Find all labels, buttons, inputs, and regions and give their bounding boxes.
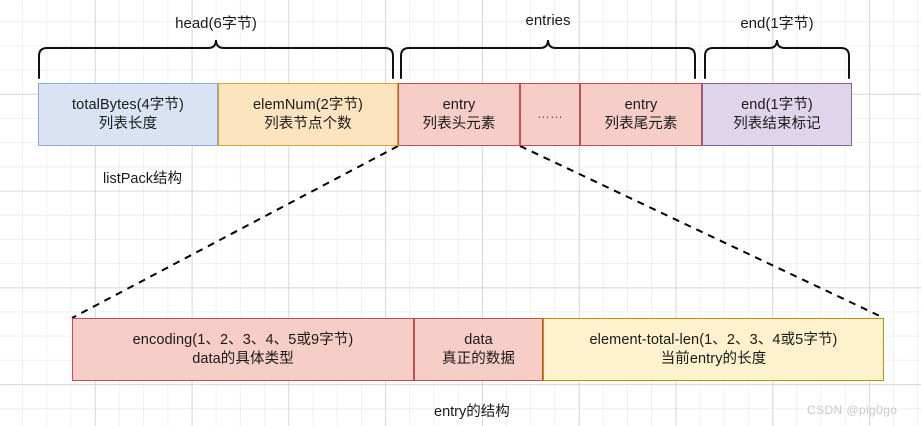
listpack-cell-end[interactable]: end(1字节) 列表结束标记 [702,83,852,146]
entry-structure-caption: entry的结构 [434,404,510,420]
brace-end [704,39,850,79]
cell-line2: 列表长度 [98,115,158,132]
listpack-cell-elemnum[interactable]: elemNum(2字节) 列表节点个数 [218,83,398,146]
cell-line1: data [464,331,493,348]
listpack-cell-totalbytes[interactable]: totalBytes(4字节) 列表长度 [38,83,218,146]
brace-label-end: end(1字节) [740,15,814,32]
cell-line1: entry [624,96,658,113]
cell-line1: elemNum(2字节) [253,96,363,113]
right-connector-line [519,145,885,319]
cell-line1: element-total-len(1、2、3、4或5字节) [589,331,838,348]
cell-line2: 列表节点个数 [264,115,352,132]
brace-label-entries: entries [525,12,571,29]
cell-line2: 真正的数据 [442,350,515,367]
listpack-structure-caption: listPack结构 [103,171,182,187]
cell-line2: data的具体类型 [192,350,294,367]
brace-label-head: head(6字节) [175,15,257,32]
entry-cell-encoding[interactable]: encoding(1、2、3、4、5或9字节) data的具体类型 [72,318,414,381]
cell-line1: totalBytes(4字节) [72,96,184,113]
ellipsis-label: …… [536,106,564,122]
cell-line2: 当前entry的长度 [660,350,767,367]
cell-line1: encoding(1、2、3、4、5或9字节) [132,331,354,348]
listpack-cell-entry-head[interactable]: entry 列表头元素 [398,83,520,146]
brace-entries [400,39,696,79]
cell-line2: 列表结束标记 [733,115,821,132]
cell-line2: 列表尾元素 [604,115,678,132]
cell-line2: 列表头元素 [422,115,496,132]
cell-line1: end(1字节) [741,96,813,113]
brace-head [38,39,394,79]
csdn-watermark: CSDN @pig0go [807,403,898,417]
entry-cell-element-total-len[interactable]: element-total-len(1、2、3、4或5字节) 当前entry的长… [543,318,884,381]
cell-line1: entry [442,96,476,113]
listpack-cell-ellipsis: …… [520,83,580,146]
listpack-cell-entry-tail[interactable]: entry 列表尾元素 [580,83,702,146]
entry-cell-data[interactable]: data 真正的数据 [414,318,543,381]
